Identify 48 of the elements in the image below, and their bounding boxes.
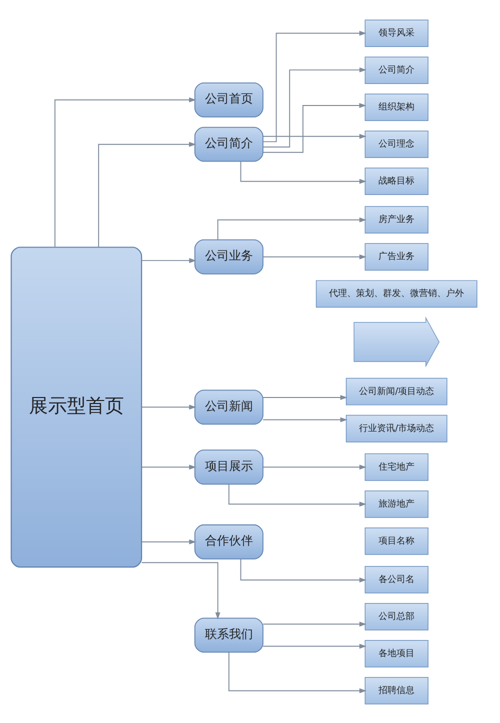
arrow: [262, 416, 348, 422]
node-box: 各地项目: [364, 640, 428, 667]
node-box: 公司新闻/项目动态: [346, 377, 448, 405]
node-box: 行业资讯/市场动态: [346, 414, 448, 442]
node-box: 战略目标: [364, 167, 428, 195]
arrow: [141, 562, 220, 619]
node-box: 展示型首页: [10, 246, 142, 568]
node-box: 公司业务: [194, 238, 264, 274]
node-box: 领导风采: [364, 19, 428, 46]
arrow: [54, 96, 196, 248]
arrow: [228, 651, 366, 693]
arrow: [240, 160, 366, 184]
arrow: [262, 464, 366, 470]
node-box: 各公司名: [364, 565, 428, 593]
node-box: 项目名称: [364, 526, 428, 554]
arrow: [141, 258, 196, 263]
node-box: 住宅地产: [364, 452, 428, 480]
arrow: [262, 30, 366, 142]
node-arrow: [354, 316, 440, 367]
node-box: 项目展示: [194, 449, 264, 484]
node-box: 公司简介: [364, 56, 428, 84]
node-box: 房产业务: [364, 206, 428, 234]
arrow: [98, 141, 196, 248]
node-box: 组织架构: [364, 93, 428, 121]
arrow: [141, 404, 196, 410]
node-box: 公司理念: [364, 130, 428, 158]
arrow: [217, 216, 366, 240]
arrow: [262, 643, 366, 648]
arrow: [141, 464, 196, 470]
node-box: 公司总部: [364, 602, 428, 630]
node-box: 合作伙伴: [194, 524, 264, 559]
node-box: 代理、策划、群发、微营销、户外: [316, 280, 478, 308]
arrow: [262, 394, 348, 400]
node-box: 公司简介: [194, 126, 264, 162]
arrow: [240, 558, 366, 582]
arrow: [228, 483, 366, 506]
node-box: 联系我们: [194, 617, 264, 652]
node-box: 旅游地产: [364, 490, 428, 518]
arrow: [262, 254, 366, 259]
arrow: [262, 102, 366, 152]
arrow: [262, 621, 366, 626]
node-box: 公司新闻: [194, 389, 264, 424]
node-box: 招聘信息: [364, 676, 428, 704]
node-box: 公司首页: [194, 82, 264, 117]
node-box: 广告业务: [364, 242, 428, 270]
arrow: [262, 133, 366, 138]
arrow: [262, 66, 367, 147]
arrow: [141, 538, 196, 544]
